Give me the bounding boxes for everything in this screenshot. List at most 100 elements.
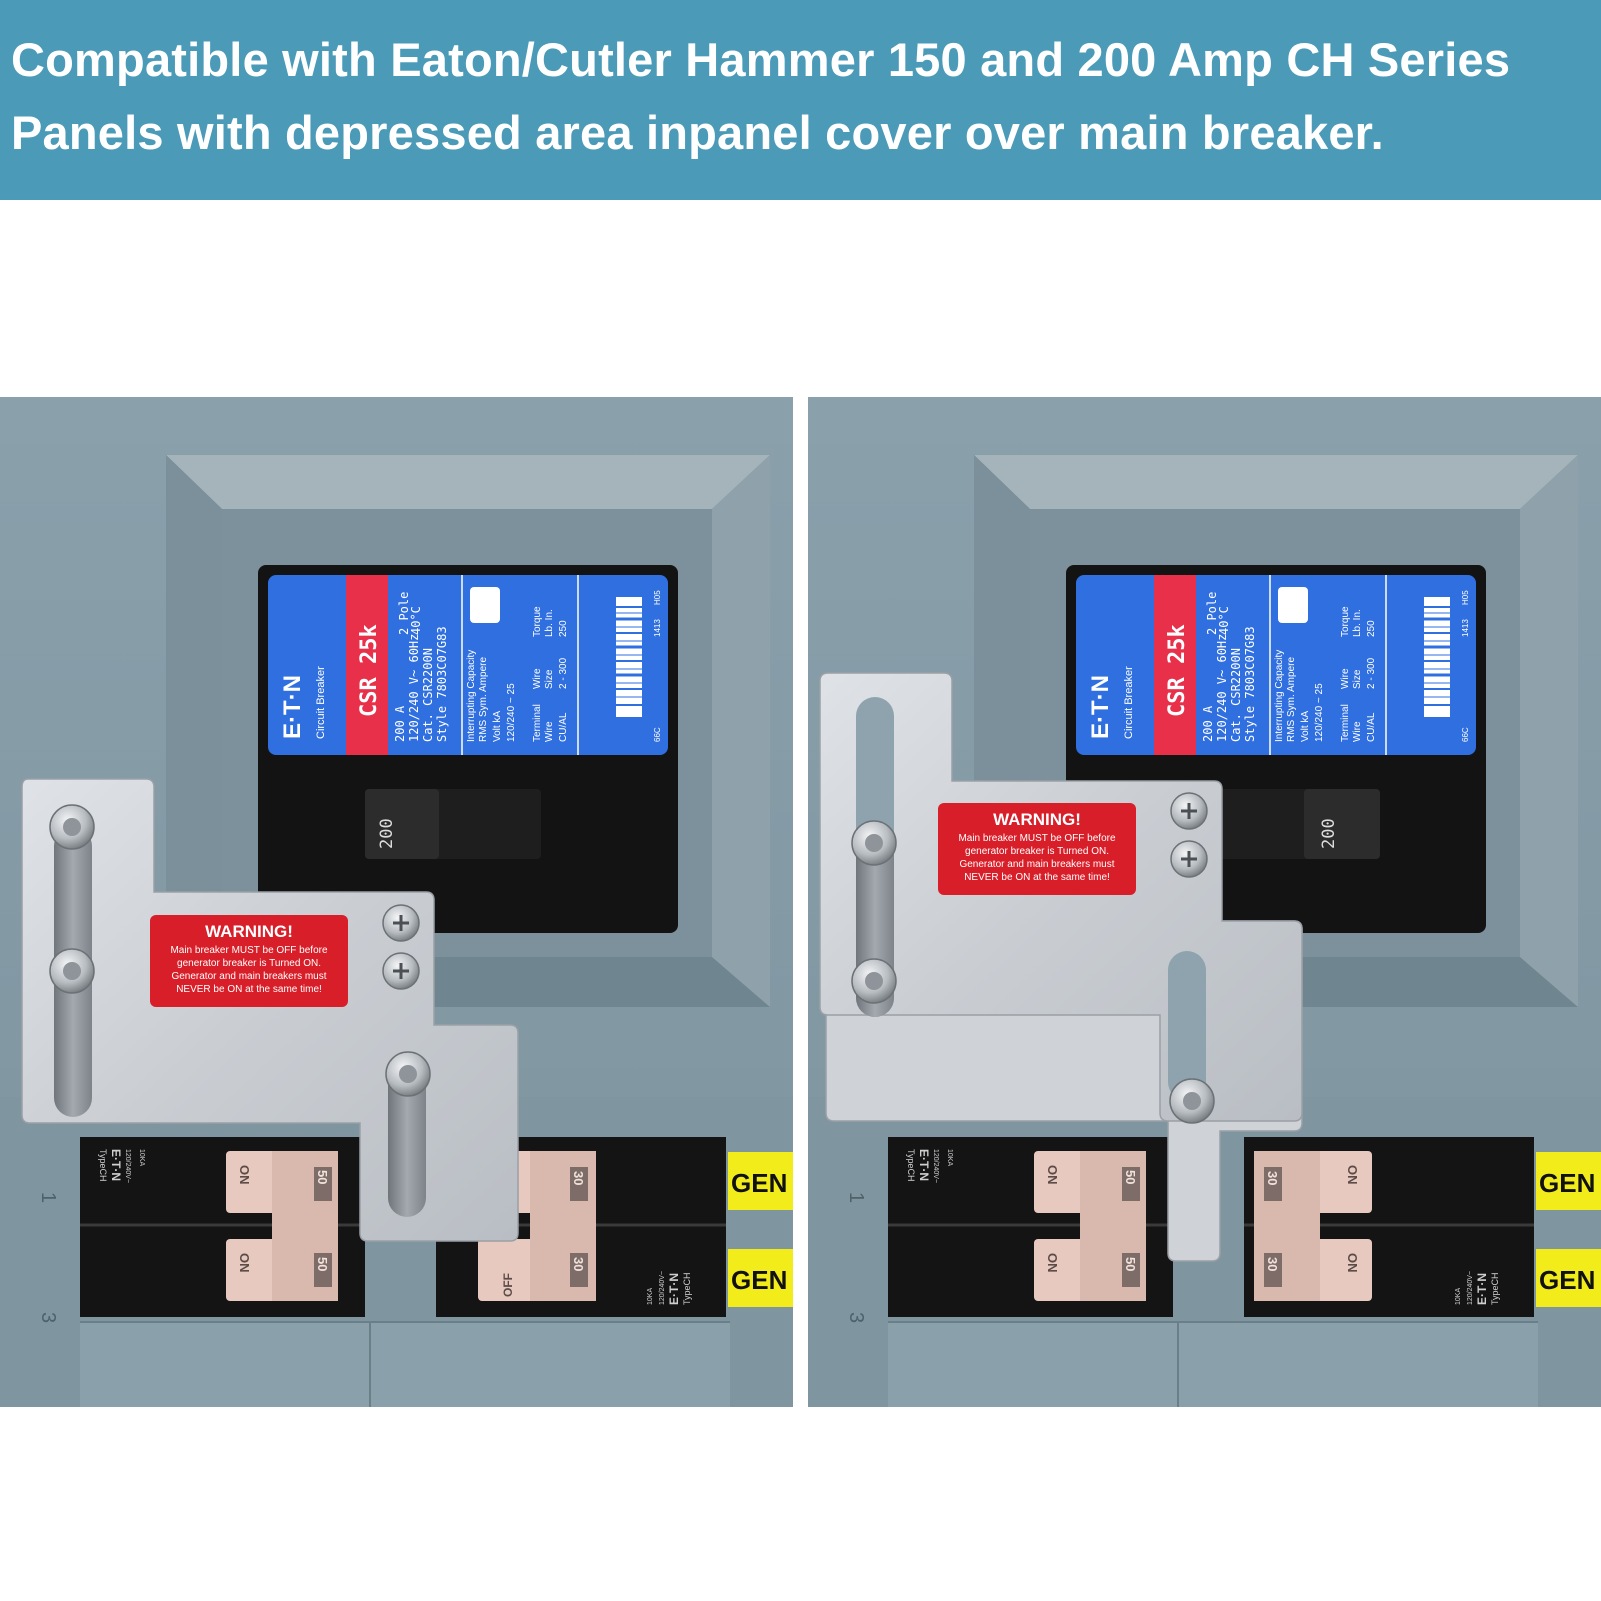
breaker-temp: 40°C xyxy=(409,606,423,635)
breaker-temp: 40°C xyxy=(1217,606,1231,635)
barcode: H05 1413 66C xyxy=(1424,590,1470,742)
breaker-voltage: 120/240 V~ 60Hz xyxy=(407,634,421,742)
slot-number-1: 1 xyxy=(37,1192,59,1203)
gen-label-1-text: GEN xyxy=(1539,1168,1595,1198)
breaker-50a-brand: E·T·N xyxy=(917,1149,931,1181)
breaker-50a-bottom-state: ON xyxy=(1045,1253,1060,1273)
breaker-voltage: 120/240 V~ 60Hz xyxy=(1215,634,1229,742)
torque-value: 250 xyxy=(558,620,569,637)
barcode-top-text: H05 xyxy=(653,590,662,605)
breaker-50a-type: TypeCH xyxy=(98,1149,108,1182)
breaker-30a-volts: 120/240V~ xyxy=(659,1271,666,1305)
warning-line-2: generator breaker is Turned ON. xyxy=(965,846,1109,857)
breaker-50a-bottom-rating: 50 xyxy=(315,1257,330,1271)
interrupting-capacity: Interrupting Capacity xyxy=(466,650,477,742)
barcode: H05 1413 66C xyxy=(616,590,662,742)
warning-line-1: Main breaker MUST be OFF before xyxy=(170,945,328,956)
breaker-poles: 2 Pole xyxy=(397,592,411,635)
cu-al: CU/AL xyxy=(558,712,569,742)
rating: 120/240 ~ 25 xyxy=(506,683,517,742)
rating: 120/240 ~ 25 xyxy=(1314,683,1325,742)
breaker-30a-brand: E·T·N xyxy=(667,1273,681,1305)
barcode-bottom-text: 66C xyxy=(1461,727,1470,742)
warning-sticker: WARNING! Main breaker MUST be OFF before… xyxy=(938,803,1136,895)
slot-number-3: 3 xyxy=(37,1312,59,1323)
terminal-wire: Wire xyxy=(1352,721,1363,742)
gen-label-2-text: GEN xyxy=(1539,1265,1595,1295)
slot-number-3: 3 xyxy=(845,1312,867,1323)
header-banner: Compatible with Eaton/Cutler Hammer 150 … xyxy=(0,0,1601,200)
recess-bevel-top xyxy=(166,455,770,509)
main-handle-label: 200 xyxy=(1319,818,1339,849)
breaker-30a-top-state: ON xyxy=(1345,1165,1360,1185)
warning-title: WARNING! xyxy=(205,922,293,941)
rms-sym: RMS Sym. Ampere xyxy=(478,657,489,742)
main-breaker-label: E·T·N Circuit Breaker CSR 25k 2 Pole 40°… xyxy=(268,575,668,755)
warning-line-3: Generator and main breakers must xyxy=(171,971,326,982)
barcode-top-text: H05 xyxy=(1461,590,1470,605)
wire: Wire xyxy=(1340,668,1351,689)
breaker-50a-bottom-state: ON xyxy=(237,1253,252,1273)
slot-bar-lower xyxy=(888,1322,1538,1407)
phillips-screw-icon xyxy=(382,904,420,942)
breaker-30a-bottom-state: ON xyxy=(1345,1253,1360,1273)
gen-label-1-text: GEN xyxy=(731,1168,787,1198)
screw-icon xyxy=(49,948,95,994)
volt-ka: Volt kA xyxy=(1300,711,1311,742)
breaker-poles: 2 Pole xyxy=(1205,592,1219,635)
interlock-plate[interactable]: WARNING! Main breaker MUST be OFF before… xyxy=(21,778,519,1242)
phillips-screw-icon xyxy=(1170,840,1208,878)
size: Size xyxy=(544,669,555,689)
warning-line-1: Main breaker MUST be OFF before xyxy=(958,833,1116,844)
breaker-30a-ka: 10KA xyxy=(647,1288,654,1305)
slot-right xyxy=(1168,951,1206,1101)
recess-bevel-right xyxy=(712,455,770,1007)
eaton-logo: E·T·N xyxy=(279,675,306,739)
slot-bar-lower xyxy=(80,1322,730,1407)
wire-range: 2 - 300 xyxy=(1366,657,1377,689)
slot-right xyxy=(388,1067,426,1217)
torque-value: 250 xyxy=(1366,620,1377,637)
main-breaker-handle[interactable] xyxy=(1304,789,1380,859)
breaker-model: CSR 25k xyxy=(1165,624,1190,717)
interlock-plate[interactable]: WARNING! Main breaker MUST be OFF before… xyxy=(819,672,1303,1262)
warning-line-4: NEVER be ON at the same time! xyxy=(176,984,322,995)
breaker-50a-volts: 120/240V~ xyxy=(124,1149,131,1183)
rms-sym: RMS Sym. Ampere xyxy=(1286,657,1297,742)
phillips-screw-icon xyxy=(382,952,420,990)
slot-number-1: 1 xyxy=(845,1192,867,1203)
breaker-30a-type: TypeCH xyxy=(682,1272,692,1305)
volt-ka: Volt kA xyxy=(492,711,503,742)
barcode-number: 1413 xyxy=(653,619,662,637)
breaker-30a-bottom-rating: 30 xyxy=(1265,1257,1280,1271)
breaker-50a-top-rating: 50 xyxy=(315,1170,330,1184)
breaker-50a-ka: 10KA xyxy=(138,1149,145,1166)
breaker-30a: 30 ON 30 ON TypeCH E·T·N 120/240V~ 10KA xyxy=(1244,1137,1534,1317)
torque: Torque xyxy=(532,606,543,637)
breaker-cat: Cat. CSR2200N xyxy=(421,648,435,742)
wire-range: 2 - 300 xyxy=(558,657,569,689)
phillips-screw-icon xyxy=(1170,792,1208,830)
breaker-50a: TypeCH E·T·N 120/240V~ 10KA ON 50 ON 50 xyxy=(80,1137,365,1317)
breaker-30a-bottom-rating: 30 xyxy=(571,1257,586,1271)
banner-title-line-1: Compatible with Eaton/Cutler Hammer 150 … xyxy=(11,33,1511,86)
breaker-amps: 200 A xyxy=(393,705,407,742)
terminal: Terminal xyxy=(532,704,543,742)
gen-label-1 xyxy=(1536,1152,1601,1210)
warning-sticker: WARNING! Main breaker MUST be OFF before… xyxy=(150,915,348,1007)
gen-label-2-text: GEN xyxy=(731,1265,787,1295)
size: Size xyxy=(1352,669,1363,689)
warning-title: WARNING! xyxy=(993,810,1081,829)
photo-generator-on: E·T·N Circuit Breaker CSR 25k 2 Pole 40°… xyxy=(808,397,1601,1407)
main-breaker-handle[interactable] xyxy=(365,789,439,859)
breaker-cat: Cat. CSR2200N xyxy=(1229,648,1243,742)
breaker-50a-type: TypeCH xyxy=(906,1149,916,1182)
breaker-50a-top-rating: 50 xyxy=(1123,1170,1138,1184)
breaker-30a-ka: 10KA xyxy=(1455,1288,1462,1305)
terminal: Terminal xyxy=(1340,704,1351,742)
terminal-wire: Wire xyxy=(544,721,555,742)
breaker-50a-bottom-rating: 50 xyxy=(1123,1257,1138,1271)
torque: Torque xyxy=(1340,606,1351,637)
main-handle-label: 200 xyxy=(377,818,397,849)
photo-divider xyxy=(793,397,808,1407)
